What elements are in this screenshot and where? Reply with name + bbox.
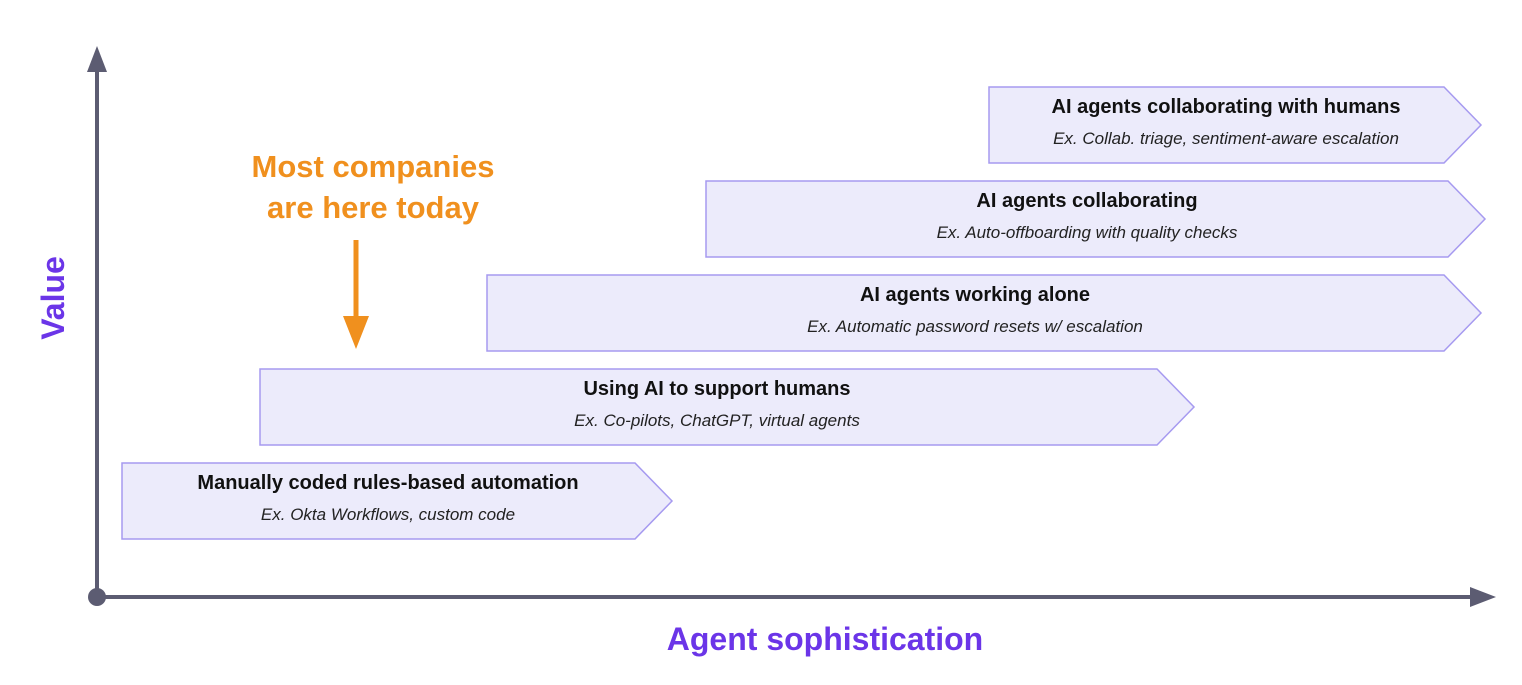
stage-chevron — [486, 274, 1483, 352]
y-axis-label: Value — [35, 256, 71, 340]
stage-agents-alone: AI agents working alone Ex. Automatic pa… — [486, 274, 1483, 352]
y-axis-arrowhead — [87, 46, 107, 72]
stage-title: AI agents collaborating with humans — [1052, 96, 1401, 118]
x-axis-arrowhead — [1470, 587, 1496, 607]
callout-line-1: Most companies — [252, 149, 495, 184]
stage-example: Ex. Auto-offboarding with quality checks — [937, 223, 1238, 242]
axes — [87, 46, 1496, 607]
stage-chevron — [121, 462, 674, 540]
stage-example: Ex. Okta Workflows, custom code — [261, 505, 515, 524]
stage-example: Ex. Automatic password resets w/ escalat… — [807, 317, 1143, 336]
stage-title: Manually coded rules-based automation — [197, 472, 578, 494]
callout-arrowhead — [343, 316, 369, 349]
stage-ai-support-humans: Using AI to support humans Ex. Co-pilots… — [259, 368, 1196, 446]
stage-chevron — [259, 368, 1196, 446]
axis-origin-dot — [88, 588, 106, 606]
stage-manual-automation: Manually coded rules-based automation Ex… — [121, 462, 674, 540]
stage-chevron — [988, 86, 1483, 164]
stage-chevron — [705, 180, 1487, 258]
stage-title: AI agents collaborating — [976, 190, 1197, 212]
x-axis-label: Agent sophistication — [667, 621, 983, 657]
callout-line-2: are here today — [267, 190, 480, 225]
current-position-callout: Most companies are here today — [252, 149, 495, 349]
stage-agents-with-humans: AI agents collaborating with humans Ex. … — [988, 86, 1483, 164]
stage-example: Ex. Collab. triage, sentiment-aware esca… — [1053, 129, 1399, 148]
stage-example: Ex. Co-pilots, ChatGPT, virtual agents — [574, 411, 860, 430]
stage-title: Using AI to support humans — [583, 378, 850, 400]
stage-title: AI agents working alone — [860, 284, 1090, 306]
stage-agents-collaborating: AI agents collaborating Ex. Auto-offboar… — [705, 180, 1487, 258]
